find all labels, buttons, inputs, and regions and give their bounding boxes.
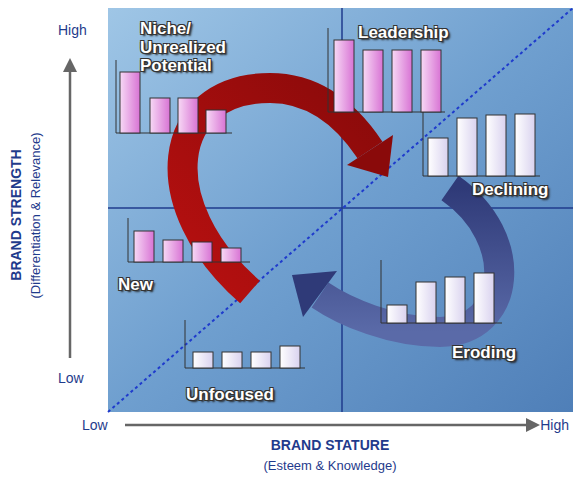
quadrant-label: Eroding [452,344,516,363]
axis-end-label: Low [82,417,108,433]
quadrant-label: Declining [472,181,549,200]
diagonal-line [108,8,573,412]
bar-chart [128,218,250,262]
axis-end-label: High [540,417,569,433]
axis-subtitle: (Differentiation & Relevance) [29,132,44,298]
axis-subtitle: (Esteem & Knowledge) [264,458,397,473]
y-axis-arrow [69,70,72,358]
axis-title: BRAND STRENGTH [8,149,24,280]
cycle-arrow [183,88,370,292]
quadrant-label: Leadership [358,24,449,43]
y-axis-arrow [63,58,77,72]
x-axis-arrow [125,424,528,427]
cycle-arrow [347,135,393,177]
quadrant-label: Niche/ Unrealized Potential [140,20,240,76]
cycle-arrow [320,188,499,332]
quadrant-label: Unfocused [186,386,274,405]
cycle-arrow [292,271,337,317]
plot-ground [108,8,573,412]
bar-chart [381,260,502,323]
x-axis-arrow [526,418,540,432]
axis-end-label: High [58,22,87,38]
bar-chart [185,320,305,368]
axis-end-label: Low [58,370,84,386]
bar-chart [423,112,540,176]
quadrant-label: New [118,276,153,295]
axis-title: BRAND STATURE [271,437,389,453]
